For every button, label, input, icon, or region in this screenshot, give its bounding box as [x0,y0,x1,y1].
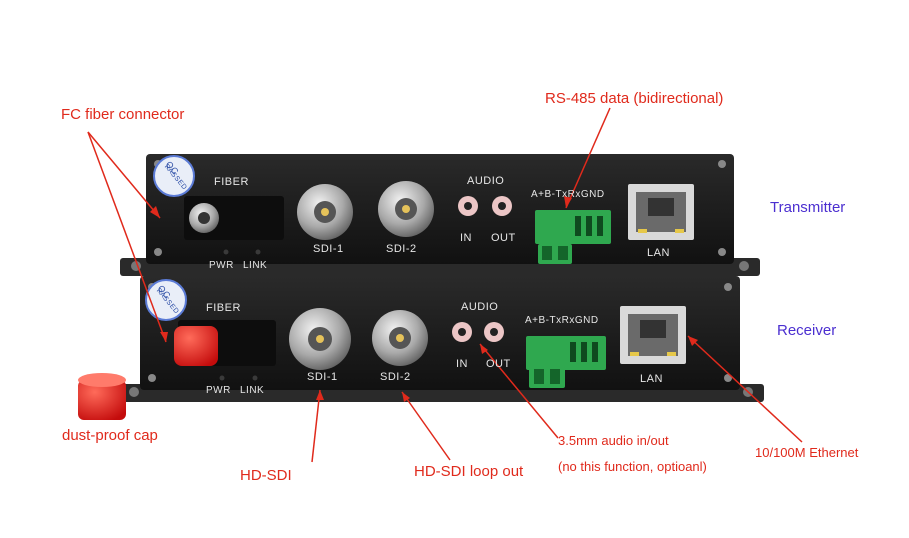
jack-hole [498,202,506,210]
lan-pins [640,320,666,338]
flange-screw [739,261,749,271]
panel-screw [154,248,162,256]
link-led [252,375,258,381]
panel-screw [718,248,726,256]
rs485-pin-label: A+B-TxRxGND [531,189,605,200]
terminal-slot [586,216,592,236]
arrow-fiber-top [87,131,161,219]
terminal-screw [542,246,552,260]
cap-top [78,373,126,387]
audio-in-label: IN [460,232,472,244]
qc-sticker [153,155,195,197]
label-receiver: Receiver [777,322,837,339]
arrow-rs485 [565,107,611,209]
arrow-head [688,336,698,346]
terminal-screw [550,369,560,384]
lan-pins [648,198,674,216]
loose-dust-cap [78,373,126,420]
terminal-screw [534,369,544,384]
panel-screw [148,374,156,382]
lan-led [638,229,647,233]
audio-label: AUDIO [461,301,499,313]
pwr-label: PWR [209,260,234,271]
lan-label: LAN [647,247,670,259]
bnc-pin [402,205,410,213]
transmitter-unit [120,154,760,276]
terminal-slot [592,342,598,362]
arrow-head [316,390,324,400]
link-label: LINK [243,260,268,271]
lan-led [630,352,639,356]
bnc-pin [396,334,404,342]
annotation-dust-cap: dust-proof cap [62,427,158,444]
terminal-slot [597,216,603,236]
arrow-heads [150,196,698,402]
link-label: LINK [240,385,265,396]
bnc-pin [316,335,324,343]
fc-fiber-core [198,212,210,224]
lan-led [667,352,676,356]
cap-body [78,380,126,420]
sdi2-label: SDI-2 [386,243,417,255]
arrow-fiber-bottom [87,131,167,343]
arrow-head [150,206,160,218]
arrow-hd-sdi [311,389,321,463]
terminal-screw [558,246,568,260]
annotation-fc-fiber: FC fiber connector [61,106,185,123]
annotation-arrows [87,107,803,463]
fiber-label: FIBER [214,176,249,188]
jack-hole [458,328,466,336]
arrow-head [564,196,572,208]
annotation-audio: 3.5mm audio in/out [558,433,669,448]
bnc-pin [321,208,329,216]
pwr-label: PWR [206,385,231,396]
annotation-ethernet: 10/100M Ethernet [755,445,859,460]
flange-screw [129,387,139,397]
audio-in-label: IN [456,358,468,370]
jack-hole [464,202,472,210]
sdi2-label: SDI-2 [380,371,411,383]
link-led [255,249,261,255]
arrow-head [160,332,168,342]
annotation-hd-sdi: HD-SDI [240,467,292,484]
jack-hole [490,328,498,336]
arrow-head [480,344,488,354]
terminal-slot [575,216,581,236]
panel-screw [724,283,732,291]
label-transmitter: Transmitter [770,199,846,216]
sdi1-label: SDI-1 [307,371,338,383]
audio-out-label: OUT [491,232,516,244]
lan-label: LAN [640,373,663,385]
qc-sticker [145,279,187,321]
pwr-led [219,375,225,381]
fiber-dust-cap[interactable] [174,326,218,366]
rs485-pin-label: A+B-TxRxGND [525,315,599,326]
arrow-head [402,392,410,402]
arrow-ethernet [687,335,803,443]
annotation-audio-note: (no this function, optioanl) [558,459,707,474]
sdi1-label: SDI-1 [313,243,344,255]
annotation-loop-out: HD-SDI loop out [414,463,524,480]
annotation-rs485: RS-485 data (bidirectional) [545,90,724,107]
terminal-slot [581,342,587,362]
panel-screw [718,160,726,168]
arrow-loop-out [401,391,451,461]
lan-led [675,229,684,233]
terminal-slot [570,342,576,362]
audio-label: AUDIO [467,175,505,187]
pwr-led [223,249,229,255]
fiber-label: FIBER [206,302,241,314]
arrow-audio [479,343,559,439]
receiver-unit [118,276,764,402]
audio-out-label: OUT [486,358,511,370]
